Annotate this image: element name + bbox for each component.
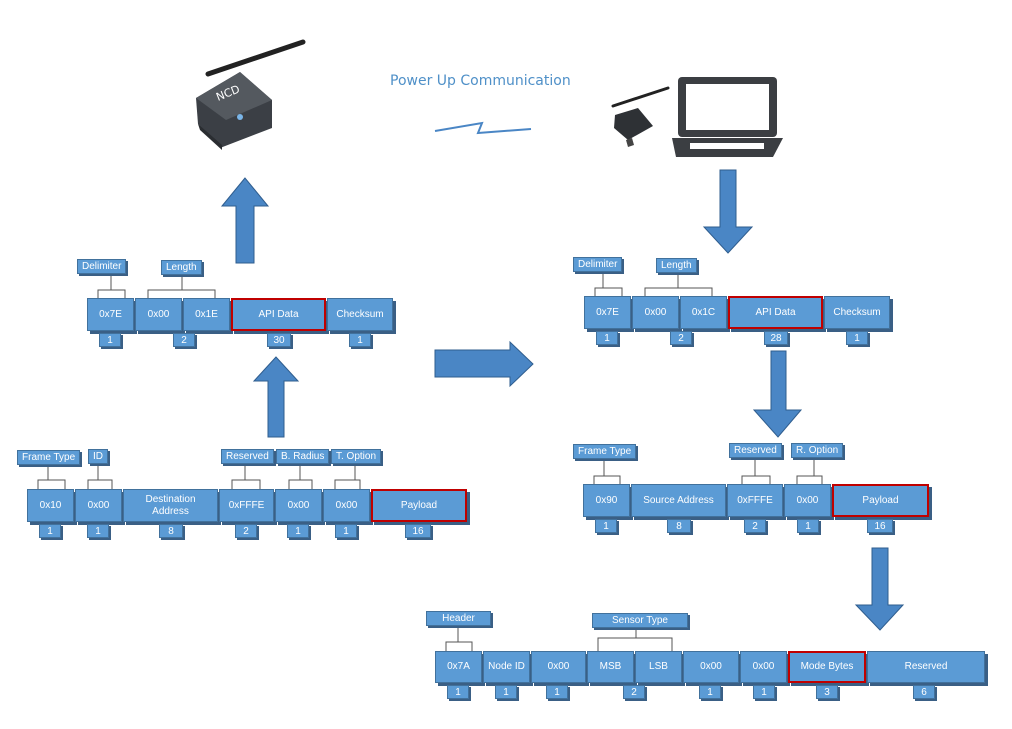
arrow-up-frame-to-packet — [252, 356, 300, 438]
rx-frame-cell-reserved: 0xFFFE — [727, 484, 783, 517]
tx-frame-cell-t-option: 0x00 — [323, 489, 370, 522]
lightning-bolt-icon — [434, 121, 532, 135]
label-id: ID — [88, 449, 108, 464]
tx-packet-cell-length-msb: 0x00 — [135, 298, 182, 331]
rx-packet-cell-checksum: Checksum — [824, 296, 890, 329]
rx-packet-size-delimiter: 1 — [596, 331, 618, 345]
payload-cell-node-id: Node ID — [483, 651, 530, 683]
label-t-option: T. Option — [331, 449, 382, 464]
payload-size-reserved: 6 — [913, 685, 935, 699]
tx-frame-cell-b-radius: 0x00 — [275, 489, 322, 522]
rx-packet-size-length: 2 — [670, 331, 692, 345]
rx-frame-size-frame-type: 1 — [595, 519, 617, 533]
arrow-down-from-laptop — [702, 169, 754, 254]
rx-frame-cell-r-option: 0x00 — [784, 484, 831, 517]
rx-packet-size-checksum: 1 — [846, 331, 868, 345]
tx-frame-cell-frame-type: 0x10 — [27, 489, 74, 522]
payload-cell-byte-3: 0x00 — [531, 651, 586, 683]
tx-packet-cell-api-data: API Data — [231, 298, 326, 331]
rx-packet-cell-delimiter: 0x7E — [584, 296, 631, 329]
tx-frame-size-frame-type: 1 — [39, 524, 61, 538]
rx-packet-size-api-data: 28 — [764, 331, 788, 345]
tx-packet-size-checksum: 1 — [349, 333, 371, 347]
tx-frame-size-reserved: 2 — [235, 524, 257, 538]
payload-size-mode-bytes: 3 — [816, 685, 838, 699]
tx-packet-cell-length-lsb: 0x1E — [183, 298, 230, 331]
payload-label-header: Header — [426, 611, 491, 626]
label-length: Length — [161, 260, 202, 275]
tx-packet-size-length: 2 — [173, 333, 195, 347]
rx-label-delimiter: Delimiter — [573, 257, 623, 272]
payload-cell-byte-7: 0x00 — [740, 651, 787, 683]
label-b-radius: B. Radius — [276, 449, 330, 464]
tx-frame-cell-id: 0x00 — [75, 489, 122, 522]
tx-frame-size-t-option: 1 — [335, 524, 357, 538]
rx-frame-size-source-address: 8 — [667, 519, 691, 533]
tx-frame-cell-destination-address: Destination Address — [123, 489, 218, 522]
arrow-up-to-sensor — [220, 177, 270, 264]
payload-cell-reserved: Reserved — [867, 651, 985, 683]
rx-label-reserved: Reserved — [729, 443, 782, 458]
tx-frame-cell-reserved: 0xFFFE — [219, 489, 274, 522]
diagram-title: Power Up Communication — [390, 73, 571, 89]
payload-size-byte-7: 1 — [753, 685, 775, 699]
arrow-down-frame-to-payload — [854, 547, 905, 631]
rx-frame-size-payload: 16 — [867, 519, 893, 533]
payload-cell-lsb: LSB — [635, 651, 682, 683]
label-reserved: Reserved — [221, 449, 274, 464]
tx-packet-cell-checksum: Checksum — [327, 298, 393, 331]
tx-frame-size-id: 1 — [87, 524, 109, 538]
arrow-down-packet-to-frame — [752, 350, 803, 438]
payload-size-byte-3: 1 — [546, 685, 568, 699]
payload-size-sensor-type: 2 — [623, 685, 645, 699]
label-delimiter: Delimiter — [77, 259, 127, 274]
payload-size-byte-6: 1 — [699, 685, 721, 699]
rx-label-frame-type: Frame Type — [573, 444, 637, 459]
payload-cell-header: 0x7A — [435, 651, 482, 683]
tx-packet-cell-delimiter: 0x7E — [87, 298, 134, 331]
payload-cell-mode-bytes: Mode Bytes — [788, 651, 866, 683]
tx-frame-size-payload: 16 — [405, 524, 431, 538]
payload-cell-byte-6: 0x00 — [683, 651, 739, 683]
tx-frame-size-b-radius: 1 — [287, 524, 309, 538]
payload-size-header: 1 — [447, 685, 469, 699]
rx-label-r-option: R. Option — [791, 443, 844, 458]
tx-frame-cell-payload: Payload — [371, 489, 467, 522]
rx-packet-cell-api-data: API Data — [728, 296, 823, 329]
rx-packet-cell-length-lsb: 0x1C — [680, 296, 727, 329]
arrow-right-to-receiver — [434, 340, 534, 388]
rx-packet-cell-length-msb: 0x00 — [632, 296, 679, 329]
usb-modem-icon — [611, 86, 670, 147]
tx-packet-size-api-data: 30 — [267, 333, 291, 347]
rx-frame-cell-source-address: Source Address — [631, 484, 726, 517]
sensor-device-icon: NCD — [196, 39, 306, 150]
payload-size-node-id: 1 — [495, 685, 517, 699]
label-frame-type: Frame Type — [17, 450, 81, 465]
payload-cell-msb: MSB — [587, 651, 634, 683]
rx-frame-cell-frame-type: 0x90 — [583, 484, 630, 517]
laptop-icon — [672, 77, 783, 157]
rx-frame-cell-payload: Payload — [832, 484, 929, 517]
rx-label-length: Length — [656, 258, 697, 273]
tx-frame-size-destination-address: 8 — [159, 524, 183, 538]
tx-packet-size-delimiter: 1 — [99, 333, 121, 347]
payload-label-sensor-type: Sensor Type — [592, 613, 688, 628]
rx-frame-size-reserved: 2 — [744, 519, 766, 533]
rx-frame-size-r-option: 1 — [797, 519, 819, 533]
